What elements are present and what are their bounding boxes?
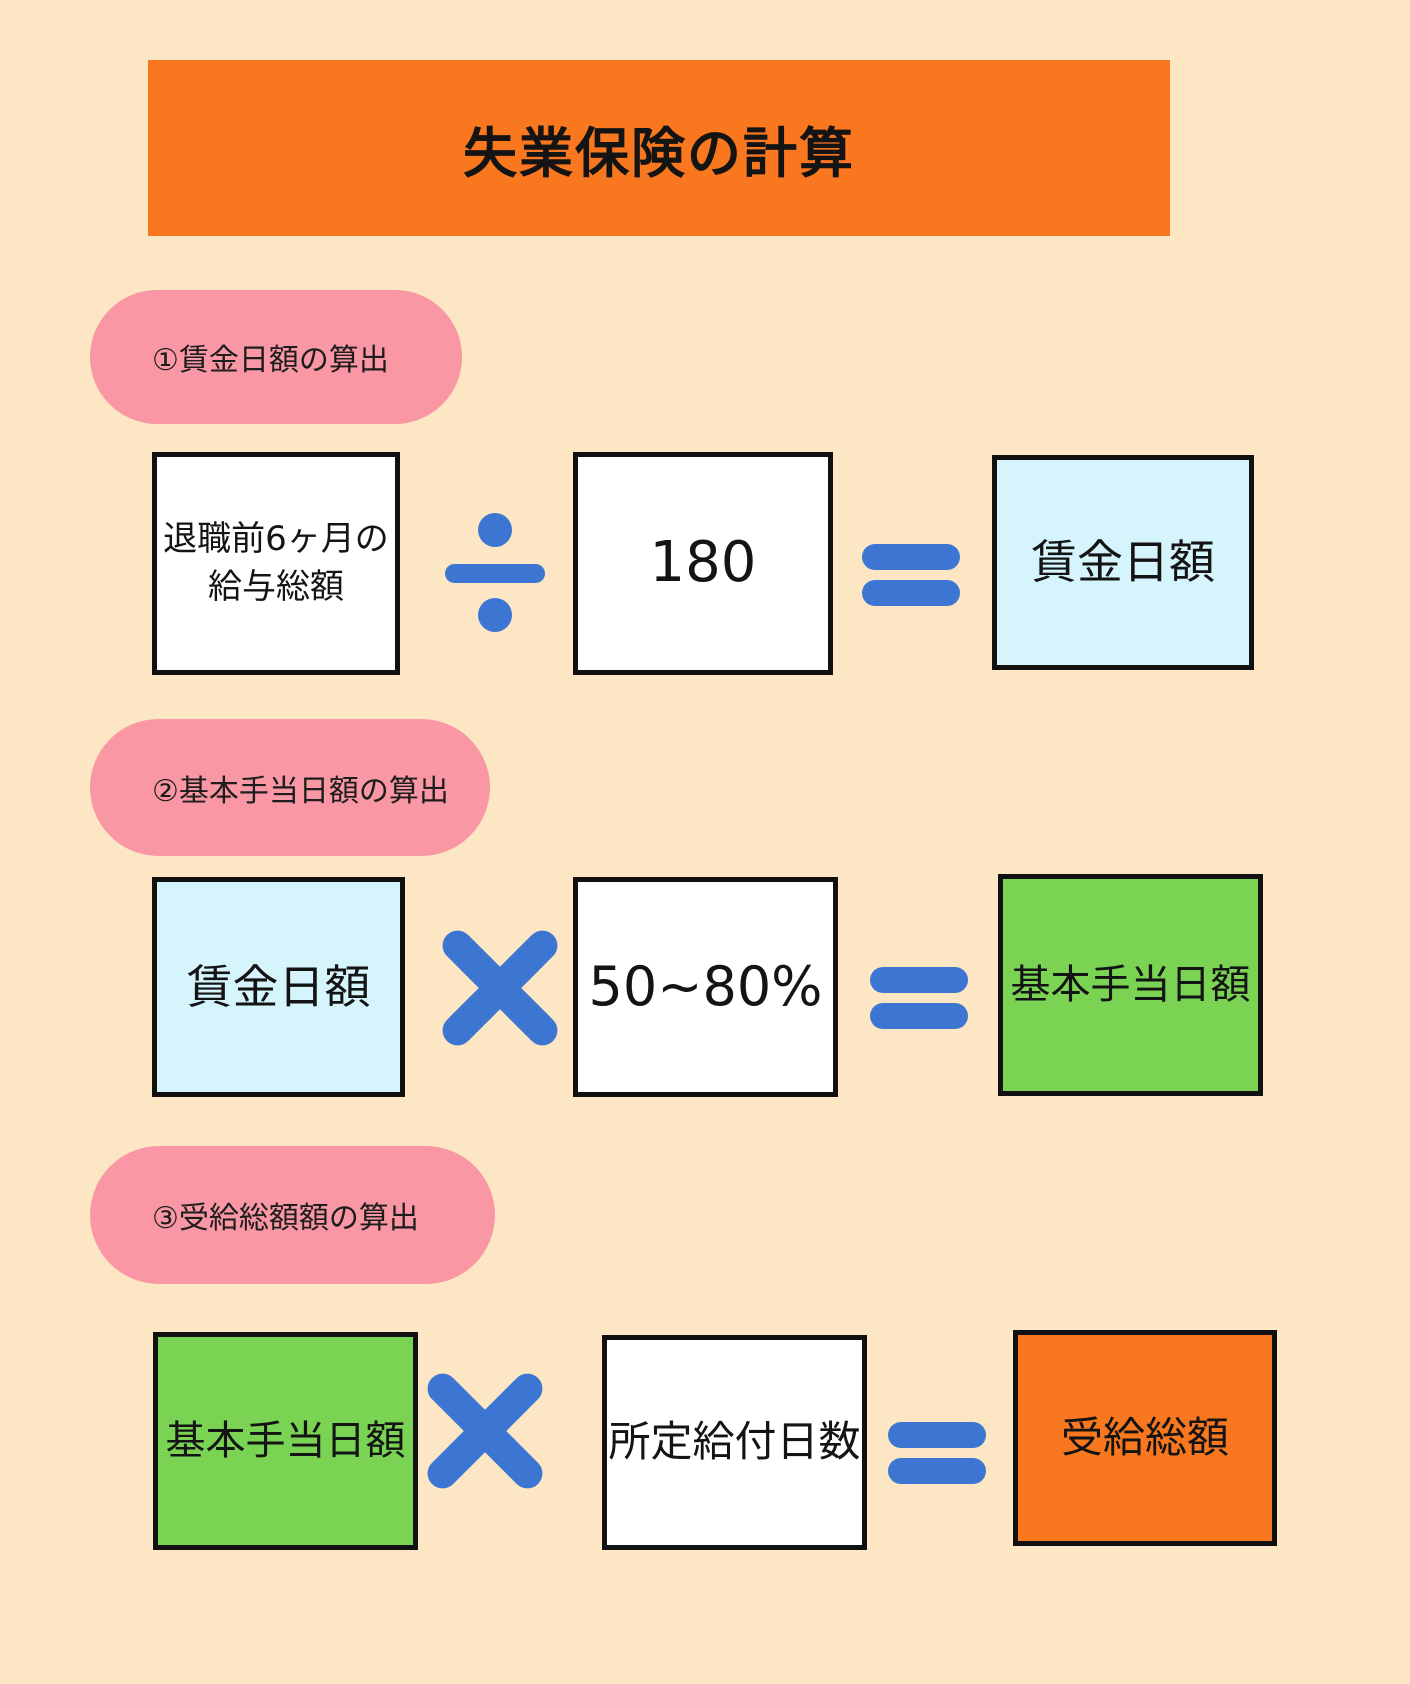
- title-banner: 失業保険の計算: [148, 60, 1170, 236]
- equals-icon: [888, 1422, 986, 1484]
- section-2-pill: ②基本手当日額の算出: [90, 719, 490, 856]
- section-1-pill: ①賃金日額の算出: [90, 290, 462, 424]
- row-1-operand-1-box: 退職前6ヶ月の 給与総額: [152, 452, 400, 675]
- row-3-operand-1-box: 基本手当日額: [153, 1332, 418, 1550]
- row-2-operand-1-box: 賃金日額: [152, 877, 405, 1097]
- page-title: 失業保険の計算: [463, 121, 855, 185]
- row-2-operand-2-box: 50~80%: [573, 877, 838, 1097]
- row-2-result-box: 基本手当日額: [998, 874, 1263, 1096]
- section-2-label: ②基本手当日額の算出: [152, 773, 449, 809]
- equals-icon: [862, 544, 960, 606]
- divide-icon: [445, 513, 545, 632]
- section-3-pill: ③受給総額額の算出: [90, 1146, 495, 1284]
- row-3-operand-2-box: 所定給付日数: [602, 1335, 867, 1550]
- equals-icon: [870, 967, 968, 1029]
- row-1-operand-2-box: 180: [573, 452, 833, 675]
- multiply-icon: [436, 924, 564, 1052]
- equals-bar-bottom: [888, 1458, 986, 1484]
- equals-bar-bottom: [862, 580, 960, 606]
- section-1-label: ①賃金日額の算出: [152, 343, 389, 378]
- row-1-result-box: 賃金日額: [992, 455, 1254, 670]
- equals-bar-top: [862, 544, 960, 570]
- equals-bar-top: [888, 1422, 986, 1448]
- divide-dot-bottom: [478, 598, 512, 632]
- equals-bar-bottom: [870, 1003, 968, 1029]
- equals-bar-top: [870, 967, 968, 993]
- divide-bar: [445, 564, 545, 583]
- row-3-result-box: 受給総額: [1013, 1330, 1277, 1546]
- divide-dot-top: [478, 513, 512, 547]
- section-3-label: ③受給総額額の算出: [152, 1201, 419, 1236]
- multiply-icon: [421, 1367, 549, 1495]
